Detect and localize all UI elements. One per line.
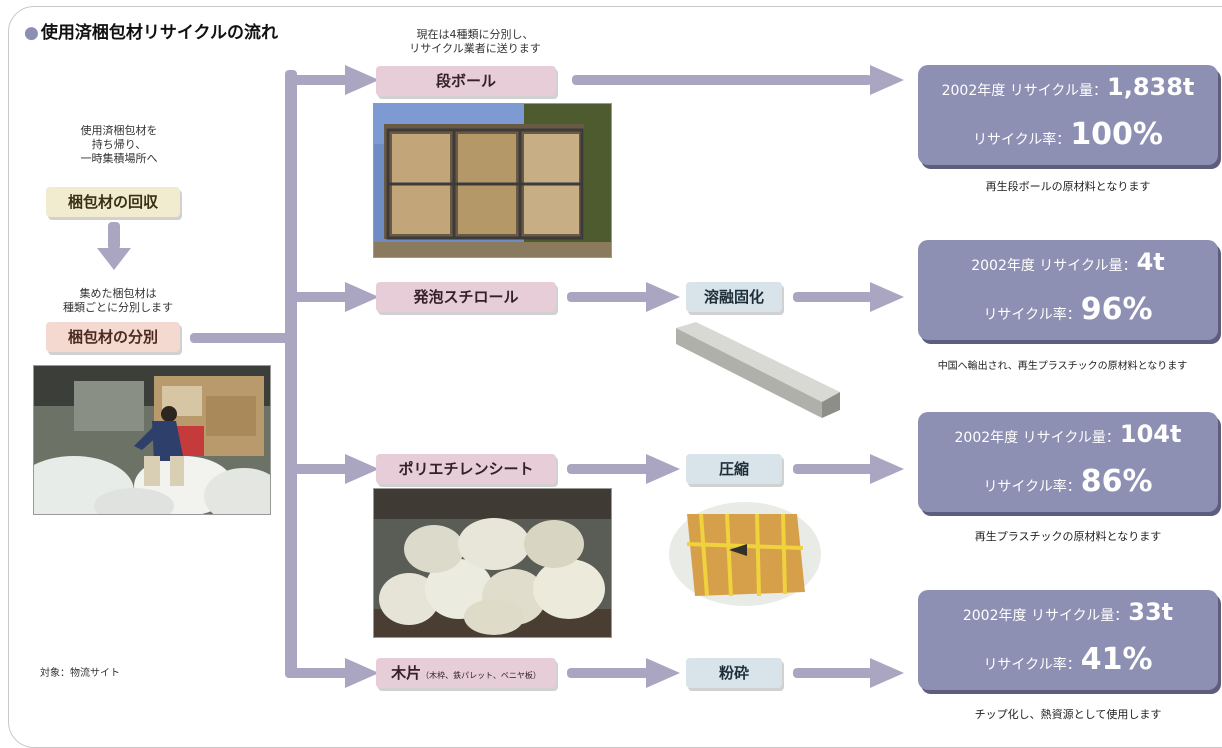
row-4-shaft-b [793,668,873,678]
result-card-wood: 2002年度 リサイクル量：33t リサイクル率：41% [918,590,1218,690]
collect-note-line: 持ち帰り、 [91,138,147,151]
result-amount-line: 2002年度 リサイクル量：1,838t [918,73,1218,101]
row-1-result-arrow-icon [870,65,904,95]
material-box-cardboard: 段ボール [376,66,556,96]
row-3-shaft-a [567,464,649,474]
branch-3-shaft [290,464,350,474]
row-2-process-arrow-icon [646,282,680,312]
collect-box: 梱包材の回収 [46,187,180,217]
row-2-result-arrow-icon [870,282,904,312]
result-rate-line: リサイクル率：100% [918,117,1218,152]
rate-label: リサイクル率： [983,657,1081,673]
result-caption: 再生プラスチックの原材料となります [974,530,1162,543]
cardboard-photo [373,103,612,258]
row-4-process-arrow-icon [646,658,680,688]
cardboard-illustration [374,104,611,257]
sort-note: 集めた梱包材は 種類ごとに分別します [30,287,206,315]
result-caption: チップ化し、熱資源として使用します [974,708,1162,721]
result-caption: 中国へ輸出され、再生プラスチックの原材料となります [937,361,1188,372]
warehouse-photo [33,365,271,515]
result-amount-line: 2002年度 リサイクル量：104t [918,420,1218,448]
top-note-line: リサイクル業者に送ります [409,42,541,55]
collect-note: 使用済梱包材を 持ち帰り、 一時集積場所へ [44,124,194,166]
amount-value: 104t [1119,420,1182,448]
branch-4-shaft [290,668,350,678]
branch-2-shaft [290,292,350,302]
result-rate-line: リサイクル率：96% [918,292,1218,327]
down-arrow-shaft [108,222,120,250]
bale-illustration [669,502,821,606]
rate-value: 96% [1080,292,1153,327]
result-caption: 再生段ボールの原材料となります [985,180,1151,193]
amount-label: 2002年度 リサイクル量： [941,83,1107,99]
connector-trunk [285,70,297,678]
title-text: 使用済梱包材リサイクルの流れ [40,23,278,43]
row-2-shaft-a [567,292,649,302]
result-card-styrofoam: 2002年度 リサイクル量：4t リサイクル率：96% [918,240,1218,340]
result-amount-line: 2002年度 リサイクル量：33t [918,598,1218,626]
row-3-process-arrow-icon [646,454,680,484]
row-1-long-shaft [572,75,872,85]
amount-label: 2002年度 リサイクル量： [962,608,1129,624]
branch-1-shaft [290,75,350,85]
footnote: 対象：物流サイト [40,668,120,679]
amount-label: 2002年度 リサイクル量： [971,258,1137,274]
rate-label: リサイクル率： [983,479,1081,495]
result-amount-line: 2002年度 リサイクル量：4t [918,248,1218,276]
amount-label: 2002年度 リサイクル量： [954,430,1120,446]
rate-label: リサイクル率： [973,132,1071,148]
top-note-line: 現在は4種類に分別し、 [416,28,534,41]
rate-value: 100% [1070,117,1163,152]
row-4-shaft-a [567,668,649,678]
process-box-crush: 粉砕 [686,658,782,688]
row-3-result-arrow-icon [870,454,904,484]
warehouse-illustration [34,366,270,514]
sort-note-line: 種類ごとに分別します [63,301,173,314]
compressed-bale-photo [665,492,825,612]
row-4-result-arrow-icon [870,658,904,688]
polyethylene-illustration [374,489,611,637]
connector-horizontal [190,333,294,343]
down-arrow-icon [97,248,131,270]
top-note: 現在は4種類に分別し、 リサイクル業者に送ります [380,28,570,56]
material-wood-sub: （木枠、鉄パレット、ベニヤ板） [421,671,541,680]
branch-1-arrow-icon [345,65,379,95]
amount-value: 1,838t [1107,73,1195,101]
result-card-polyethylene: 2002年度 リサイクル量：104t リサイクル率：86% [918,412,1218,512]
branch-4-arrow-icon [345,658,379,688]
collect-note-line: 使用済梱包材を [80,124,158,137]
result-card-cardboard: 2002年度 リサイクル量：1,838t リサイクル率：100% [918,65,1218,165]
material-wood-label: 木片 [391,664,422,682]
melted-block-illustration [676,322,840,418]
branch-2-arrow-icon [345,282,379,312]
melted-block-photo [672,318,842,418]
branch-3-arrow-icon [345,454,379,484]
process-box-melt: 溶融固化 [686,282,782,312]
sort-note-line: 集めた梱包材は [79,287,157,300]
collect-note-line: 一時集積場所へ [80,152,158,165]
result-rate-line: リサイクル率：86% [918,464,1218,499]
sort-box: 梱包材の分別 [46,322,180,352]
material-box-wood: 木片（木枠、鉄パレット、ベニヤ板） [376,658,556,688]
material-box-styrofoam: 発泡スチロール [376,282,556,312]
rate-value: 86% [1080,464,1153,499]
amount-value: 4t [1136,248,1165,276]
row-3-shaft-b [793,464,873,474]
material-box-polyethylene: ポリエチレンシート [376,454,556,484]
rate-value: 41% [1080,642,1153,677]
rate-label: リサイクル率： [983,307,1081,323]
polyethylene-photo [373,488,612,638]
result-rate-line: リサイクル率：41% [918,642,1218,677]
process-box-compress: 圧縮 [686,454,782,484]
row-2-shaft-b [793,292,873,302]
amount-value: 33t [1128,598,1174,626]
page-title: ●使用済梱包材リサイクルの流れ [24,18,278,43]
bullet-icon: ● [24,23,39,43]
